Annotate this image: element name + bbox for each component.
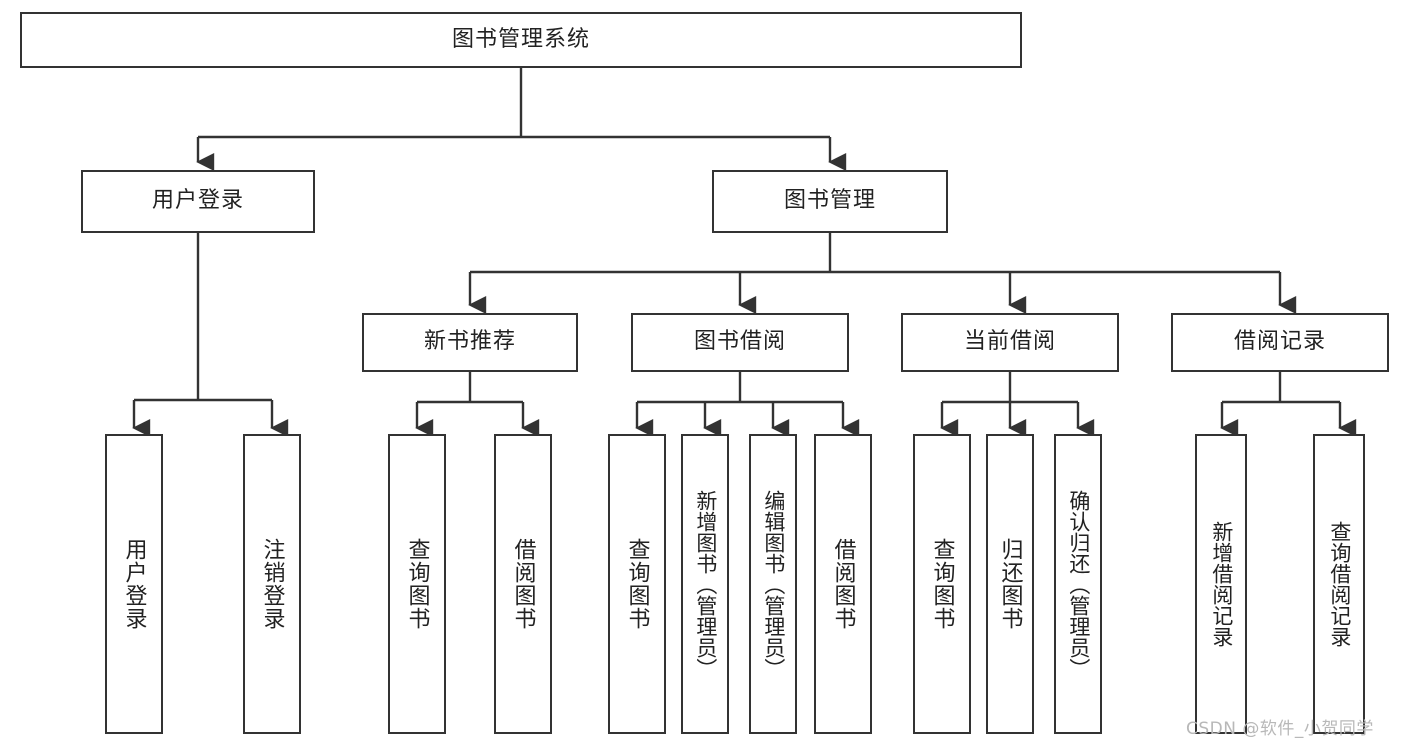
node-label: 图书管理系统 — [451, 26, 590, 52]
node-label: 借阅记录 — [1233, 329, 1326, 355]
node-borrow-record[interactable]: 借阅记录 — [1171, 313, 1389, 372]
node-user-login[interactable]: 用户登录 — [81, 170, 315, 233]
node-label: 查询图书 — [929, 538, 955, 630]
leaf-add-record[interactable]: 新增借阅记录 — [1195, 434, 1247, 734]
leaf-borrow-book-2[interactable]: 借阅图书 — [814, 434, 872, 734]
leaf-return-book[interactable]: 归还图书 — [986, 434, 1034, 734]
node-book-borrow[interactable]: 图书借阅 — [631, 313, 849, 372]
node-label: 新增借阅记录 — [1209, 521, 1234, 647]
node-root-system[interactable]: 图书管理系统 — [20, 12, 1022, 68]
node-label: 新增图书（管理员） — [693, 489, 718, 679]
leaf-edit-book[interactable]: 编辑图书（管理员） — [749, 434, 797, 734]
leaf-query-book-2[interactable]: 查询图书 — [608, 434, 666, 734]
node-label: 用户登录 — [151, 188, 244, 214]
node-new-book-rec[interactable]: 新书推荐 — [362, 313, 578, 372]
node-label: 当前借阅 — [963, 329, 1056, 355]
node-current-borrow[interactable]: 当前借阅 — [901, 313, 1119, 372]
csdn-watermark: CSDN @软件_小贺同学 — [1186, 719, 1374, 739]
node-label: 注销登录 — [259, 538, 285, 630]
leaf-borrow-book-1[interactable]: 借阅图书 — [494, 434, 552, 734]
node-label: 查询借阅记录 — [1327, 521, 1352, 647]
leaf-logout[interactable]: 注销登录 — [243, 434, 301, 734]
node-label: 借阅图书 — [830, 538, 856, 630]
leaf-query-book-3[interactable]: 查询图书 — [913, 434, 971, 734]
node-label: 编辑图书（管理员） — [761, 489, 786, 679]
node-label: 图书借阅 — [693, 329, 786, 355]
node-label: 借阅图书 — [510, 538, 536, 630]
node-label: 查询图书 — [404, 538, 430, 630]
leaf-query-book-1[interactable]: 查询图书 — [388, 434, 446, 734]
node-label: 确认归还（管理员） — [1066, 489, 1091, 679]
leaf-confirm-return[interactable]: 确认归还（管理员） — [1054, 434, 1102, 734]
leaf-user-login[interactable]: 用户登录 — [105, 434, 163, 734]
leaf-add-book[interactable]: 新增图书（管理员） — [681, 434, 729, 734]
node-label: 查询图书 — [624, 538, 650, 630]
node-label: 新书推荐 — [423, 329, 516, 355]
node-label: 归还图书 — [997, 538, 1023, 630]
node-label: 图书管理 — [783, 188, 876, 214]
leaf-query-record[interactable]: 查询借阅记录 — [1313, 434, 1365, 734]
node-book-manage[interactable]: 图书管理 — [712, 170, 948, 233]
node-label: 用户登录 — [121, 538, 147, 630]
